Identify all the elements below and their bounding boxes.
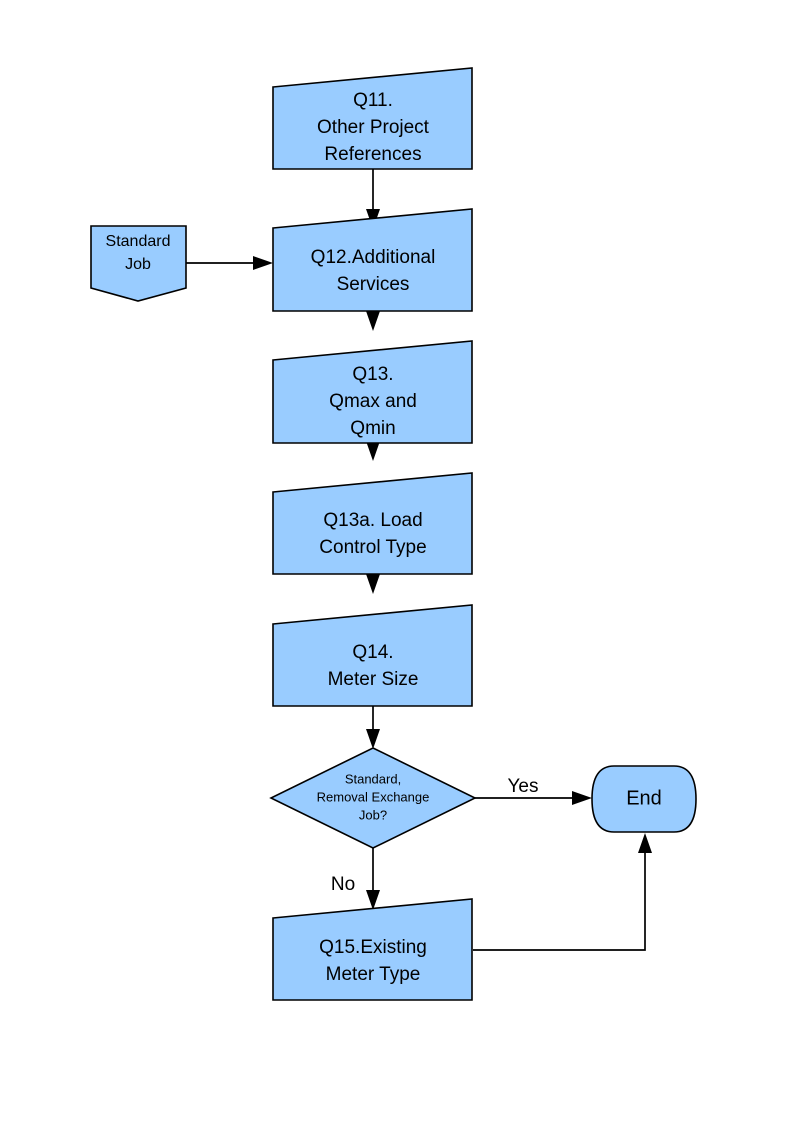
edge-decision-to-q15-no xyxy=(366,848,380,910)
node-q12[interactable]: Q12.Additional Services xyxy=(272,208,473,312)
arrow-head-icon xyxy=(366,311,380,331)
q13-shape xyxy=(272,340,473,444)
q14-shape xyxy=(272,604,473,707)
node-q14[interactable]: Q14. Meter Size xyxy=(272,604,473,707)
standard-job-shape xyxy=(90,225,187,302)
edge-q13-to-q13a xyxy=(366,441,380,461)
q14-label-line-1: Q14. xyxy=(352,642,393,663)
end-label: End xyxy=(626,787,662,809)
q13-label-line-3: Qmin xyxy=(350,418,395,439)
node-q15[interactable]: Q15.Existing Meter Type xyxy=(272,898,473,1001)
q12-shape xyxy=(272,208,473,312)
decision-shape xyxy=(269,747,477,849)
q11-label-line-1: Q11. xyxy=(353,90,393,111)
q13a-label-line-2: Control Type xyxy=(319,537,426,558)
q11-shape xyxy=(272,67,473,170)
arrow-head-icon xyxy=(638,833,652,853)
edge-q14-to-decision xyxy=(366,706,380,749)
q12-label-line-2: Services xyxy=(337,274,410,295)
q13a-shape xyxy=(272,472,473,575)
node-end[interactable]: End xyxy=(591,765,697,833)
node-q13[interactable]: Q13. Qmax and Qmin xyxy=(272,340,473,444)
node-decision[interactable]: Standard, Removal Exchange Job? xyxy=(269,747,477,849)
decision-label-line-1: Standard, xyxy=(345,771,401,786)
arrow-head-icon xyxy=(366,574,380,594)
node-q11[interactable]: Q11. Other Project References xyxy=(272,67,473,170)
standard-job-label-line-1: Standard xyxy=(106,233,171,250)
q13a-label-line-1: Q13a. Load xyxy=(323,510,422,531)
arrow-head-icon xyxy=(366,890,380,910)
end-shape xyxy=(591,765,697,833)
edge-decision-to-end-yes xyxy=(475,791,592,805)
q11-label-line-3: References xyxy=(324,144,421,165)
node-q13a[interactable]: Q13a. Load Control Type xyxy=(272,472,473,575)
arrow-head-icon xyxy=(366,441,380,461)
q11-label-line-2: Other Project xyxy=(317,117,430,138)
arrow-head-icon xyxy=(253,256,273,270)
node-standard-job[interactable]: Standard Job xyxy=(90,225,187,302)
q14-label-line-2: Meter Size xyxy=(328,669,419,690)
q15-label-line-2: Meter Type xyxy=(326,964,421,985)
q13-label-line-1: Q13. xyxy=(352,364,393,385)
edge-label-no: No xyxy=(331,874,355,895)
q13-label-line-2: Qmax and xyxy=(329,391,417,412)
arrow-head-icon xyxy=(572,791,592,805)
q15-shape xyxy=(272,898,473,1001)
q12-label-line-1: Q12.Additional xyxy=(311,247,436,268)
decision-label-line-3: Job? xyxy=(359,807,387,822)
arrow-head-icon xyxy=(366,729,380,749)
standard-job-label-line-2: Job xyxy=(125,256,151,273)
edge-q13a-to-q14 xyxy=(366,574,380,594)
edge-label-yes: Yes xyxy=(508,776,539,797)
decision-label-line-2: Removal Exchange xyxy=(317,789,430,804)
q15-label-line-1: Q15.Existing xyxy=(319,937,427,958)
edge-standard-job-to-q12 xyxy=(186,256,273,270)
edge-q15-to-end xyxy=(473,833,652,951)
